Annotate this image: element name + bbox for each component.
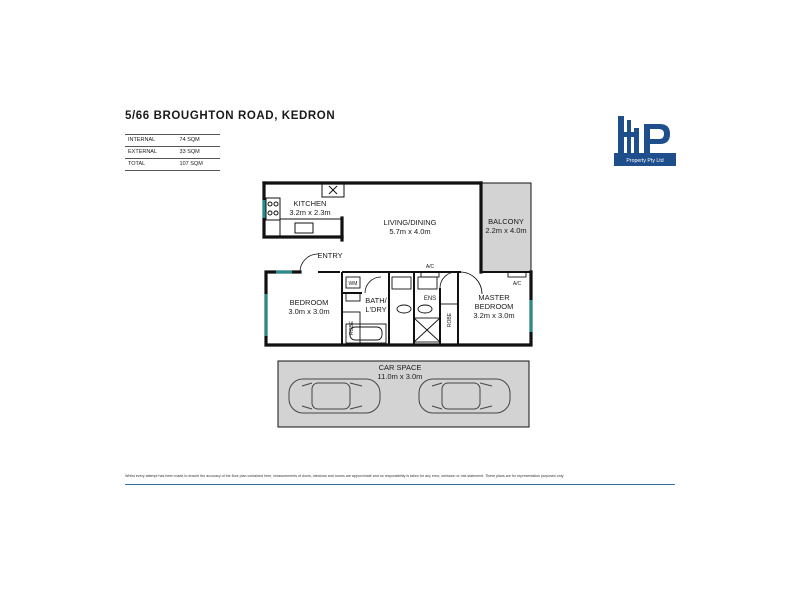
laundry-label: L'DRY xyxy=(365,305,386,314)
entry-label: ENTRY xyxy=(317,251,342,260)
area-row-total: TOTAL 107 SQM xyxy=(125,158,220,171)
disclaimer-text: Whilst every attempt has been made to en… xyxy=(125,474,565,478)
logo-subtitle: Property Pty Ltd xyxy=(614,156,676,166)
bedroom-label: BEDROOM xyxy=(290,298,329,307)
balcony-size: 2.2m x 4.0m xyxy=(485,226,526,235)
area-row-external: EXTERNAL 33 SQM xyxy=(125,146,220,159)
living-label: LIVING/DINING xyxy=(384,218,437,227)
area-row-internal: INTERNAL 74 SQM xyxy=(125,134,220,147)
master-size: 3.2m x 3.0m xyxy=(473,311,514,320)
washing-machine-label: WM xyxy=(349,281,358,287)
bedroom-size: 3.0m x 3.0m xyxy=(288,307,329,316)
area-label: EXTERNAL xyxy=(125,146,180,159)
windows xyxy=(262,200,533,336)
area-value: 107 SQM xyxy=(179,158,220,171)
bathroom-fixtures xyxy=(341,271,527,346)
area-label: INTERNAL xyxy=(125,134,180,147)
car-space-area xyxy=(277,360,530,428)
car-space-size: 11.0m x 3.0m xyxy=(378,372,423,381)
car-space-label: CAR SPACE xyxy=(379,363,422,372)
car-icon xyxy=(288,378,381,414)
ac-label: A/C xyxy=(513,281,522,287)
footer-divider xyxy=(125,484,675,485)
area-label: TOTAL xyxy=(125,158,180,171)
area-value: 33 SQM xyxy=(179,146,220,159)
kitchen-label: KITCHEN xyxy=(294,199,327,208)
property-title: 5/66 BROUGHTON ROAD, KEDRON xyxy=(125,110,336,122)
kitchen-bench xyxy=(265,182,345,238)
area-summary-table: INTERNAL 74 SQM EXTERNAL 33 SQM TOTAL 10… xyxy=(125,134,220,171)
ensuite-label: ENS xyxy=(424,296,436,302)
master-label-line2: BEDROOM xyxy=(475,302,514,311)
car-icon xyxy=(418,378,511,414)
ac-label: A/C xyxy=(426,264,435,270)
master-label: MASTER xyxy=(478,293,510,302)
robe-label: ROBE xyxy=(447,312,453,327)
company-logo xyxy=(614,116,676,156)
living-size: 5.7m x 4.0m xyxy=(389,227,430,236)
kitchen-size: 3.2m x 2.3m xyxy=(289,208,330,217)
robe-label: ROBE xyxy=(349,320,355,335)
door-swings xyxy=(299,253,483,295)
bath-label: BATH/ xyxy=(365,296,387,305)
balcony-label: BALCONY xyxy=(488,217,524,226)
area-value: 74 SQM xyxy=(179,134,220,147)
